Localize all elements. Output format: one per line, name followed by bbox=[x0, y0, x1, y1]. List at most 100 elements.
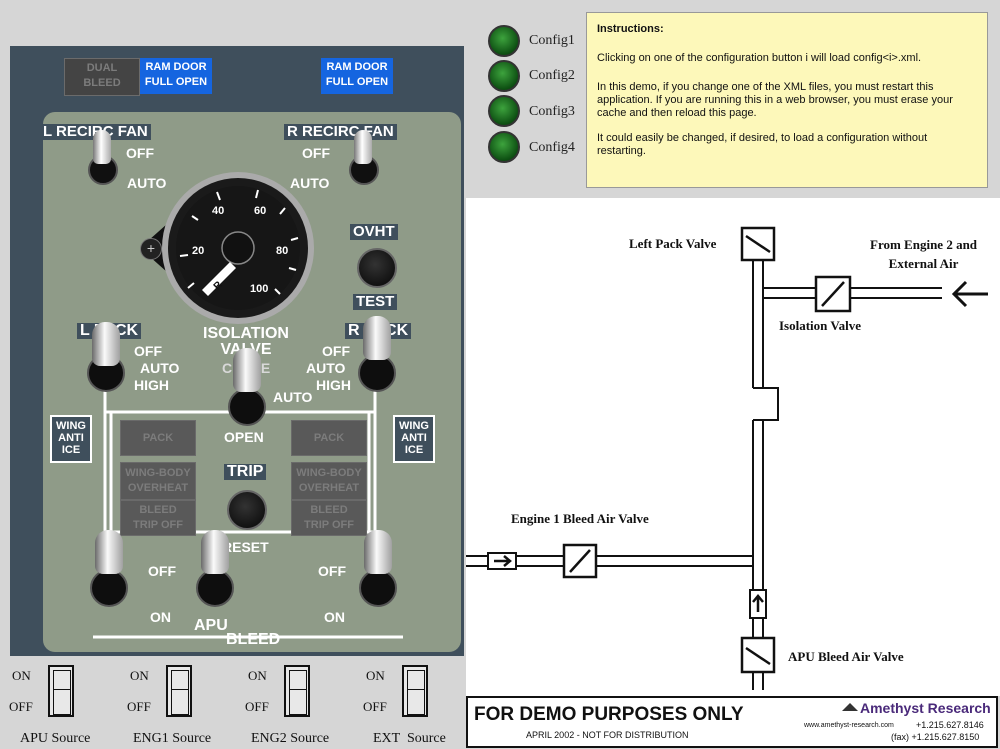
eng1-bleed-switch-base bbox=[90, 569, 128, 607]
r-recirc-auto-label: AUTO bbox=[290, 175, 330, 191]
l-pack-off-label: OFF bbox=[134, 343, 162, 359]
isolation-auto-label: AUTO bbox=[273, 389, 313, 405]
bleed-trip-off-light-left: BLEED TRIP OFF bbox=[120, 500, 196, 536]
l-recirc-off-label: OFF bbox=[126, 145, 154, 161]
test-label: TEST bbox=[353, 294, 398, 310]
engine1-bleed-valve-label: Engine 1 Bleed Air Valve bbox=[511, 511, 649, 526]
r-pack-switch-base bbox=[358, 354, 396, 392]
instructions-paragraph-3: It could easily be changed, if desired, … bbox=[597, 132, 928, 157]
eng1-source-switch[interactable] bbox=[166, 665, 192, 717]
instructions-box: Instructions: Clicking on one of the con… bbox=[586, 12, 988, 188]
company-fax: (fax) +1.215.627.8150 bbox=[891, 732, 980, 742]
l-pack-auto-label: AUTO bbox=[140, 360, 180, 376]
r-recirc-off-label: OFF bbox=[302, 145, 330, 161]
r-pack-switch[interactable] bbox=[363, 316, 391, 360]
config3-button[interactable] bbox=[488, 95, 520, 127]
config1-label: Config1 bbox=[529, 33, 575, 48]
eng2-bleed-off-label: OFF bbox=[318, 563, 346, 579]
l-pack-switch[interactable] bbox=[92, 322, 120, 366]
gauge-tick-80: 80 bbox=[276, 245, 288, 257]
company-name: Amethyst Research bbox=[860, 700, 991, 716]
ram-door-right-text-2: FULL OPEN bbox=[325, 76, 389, 88]
gauge-tick-60: 60 bbox=[254, 205, 266, 217]
wing-right-text-2: ANTI bbox=[401, 432, 427, 444]
apu-source-on-label: ON bbox=[12, 668, 31, 683]
from-engine2-line-1: From Engine 2 and bbox=[870, 237, 978, 252]
engine2-inflow-arrow-icon bbox=[951, 280, 988, 308]
ext-source-switch[interactable] bbox=[402, 665, 428, 717]
gauge-tick-20: 20 bbox=[192, 245, 204, 257]
r-pack-auto-label: AUTO bbox=[306, 360, 346, 376]
instructions-paragraph-2: In this demo, if you change one of the X… bbox=[597, 81, 953, 119]
wing-left-text-3: ICE bbox=[61, 444, 81, 456]
demo-banner: FOR DEMO PURPOSES ONLY APRIL 2002 - NOT … bbox=[466, 696, 998, 748]
ovht-test-button[interactable] bbox=[357, 248, 397, 288]
eng2-source-label: ENG2 Source bbox=[251, 731, 330, 746]
ram-door-right-light: RAM DOOR FULL OPEN bbox=[321, 58, 393, 94]
wing-right-text-3: ICE bbox=[404, 444, 424, 456]
config1-button[interactable] bbox=[488, 25, 520, 57]
ram-door-left-text-1: RAM DOOR bbox=[145, 61, 207, 73]
bleed-trip-off-light-right: BLEED TRIP OFF bbox=[291, 500, 367, 536]
eng2-source-switch[interactable] bbox=[284, 665, 310, 717]
dual-bleed-text-1: DUAL bbox=[86, 62, 118, 74]
eng1-bleed-off-label: OFF bbox=[148, 563, 176, 579]
ext-source-on-label: ON bbox=[366, 668, 385, 683]
apu-source-off-label: OFF bbox=[9, 699, 33, 714]
gauge-tick-40: 40 bbox=[212, 205, 224, 217]
gauge-tick-100: 100 bbox=[250, 283, 268, 295]
eng1-bleed-switch[interactable] bbox=[95, 530, 123, 574]
dual-bleed-light: DUAL BLEED bbox=[64, 58, 140, 96]
isolation-valve-switch-base bbox=[228, 388, 266, 426]
isolation-valve-switch[interactable] bbox=[233, 348, 261, 392]
ext-source-label: EXT Source bbox=[373, 731, 446, 746]
bto-left-text-2: TRIP OFF bbox=[133, 519, 183, 531]
eng2-source-off-label: OFF bbox=[245, 699, 269, 714]
duct-pressure-gauge: 20 40 60 80 100 R bbox=[140, 172, 314, 324]
eng2-bleed-on-label: ON bbox=[324, 609, 345, 625]
isolation-label-line-1: ISOLATION bbox=[203, 325, 289, 342]
gauge-adjust-knob[interactable]: + bbox=[140, 238, 162, 260]
wing-body-overheat-light-left: WING-BODY OVERHEAT bbox=[120, 462, 196, 500]
config3-label: Config3 bbox=[529, 104, 575, 119]
wing-anti-ice-right: WING ANTI ICE bbox=[393, 415, 435, 463]
config4-label: Config4 bbox=[529, 140, 575, 155]
left-pack-valve-label: Left Pack Valve bbox=[629, 236, 717, 251]
apu-bleed-switch[interactable] bbox=[201, 530, 229, 574]
from-engine2-label: From Engine 2 and External Air bbox=[870, 235, 977, 273]
demo-subtitle: APRIL 2002 - NOT FOR DISTRIBUTION bbox=[526, 730, 689, 740]
pack-light-left: PACK bbox=[120, 420, 196, 456]
eng1-source-on-label: ON bbox=[130, 668, 149, 683]
wing-right-text-1: WING bbox=[399, 420, 429, 432]
ram-door-left-light: RAM DOOR FULL OPEN bbox=[140, 58, 212, 94]
pack-light-right: PACK bbox=[291, 420, 367, 456]
from-engine2-line-2: External Air bbox=[888, 256, 959, 271]
r-pack-off-label: OFF bbox=[322, 343, 350, 359]
amethyst-logo-icon bbox=[842, 703, 858, 711]
config2-button[interactable] bbox=[488, 60, 520, 92]
apu-source-label: APU Source bbox=[20, 731, 91, 746]
apu-label: APU bbox=[194, 617, 228, 634]
instructions-paragraph-1: Clicking on one of the configuration but… bbox=[597, 52, 922, 64]
bleed-label: BLEED bbox=[226, 631, 281, 648]
apu-source-switch[interactable] bbox=[48, 665, 74, 717]
r-recirc-fan-switch[interactable] bbox=[354, 130, 372, 164]
wing-anti-ice-left: WING ANTI ICE bbox=[50, 415, 92, 463]
apu-bleed-valve-label: APU Bleed Air Valve bbox=[788, 649, 904, 664]
wing-left-text-2: ANTI bbox=[58, 432, 84, 444]
reset-label: RESET bbox=[222, 539, 269, 555]
demo-title: FOR DEMO PURPOSES ONLY bbox=[474, 704, 744, 725]
ovht-label: OVHT bbox=[350, 224, 398, 240]
l-recirc-fan-switch[interactable] bbox=[93, 130, 111, 164]
ext-source-off-label: OFF bbox=[363, 699, 387, 714]
bto-left-text-1: BLEED bbox=[139, 504, 177, 516]
trip-reset-button[interactable] bbox=[227, 490, 267, 530]
wing-body-overheat-light-right: WING-BODY OVERHEAT bbox=[291, 462, 367, 500]
eng2-bleed-switch[interactable] bbox=[364, 530, 392, 574]
isolation-open-label: OPEN bbox=[224, 429, 264, 445]
wbo-left-text-1: WING-BODY bbox=[125, 467, 191, 479]
config4-button[interactable] bbox=[488, 131, 520, 163]
eng1-bleed-on-label: ON bbox=[150, 609, 171, 625]
bto-right-text-2: TRIP OFF bbox=[304, 519, 354, 531]
bto-right-text-1: BLEED bbox=[310, 504, 348, 516]
